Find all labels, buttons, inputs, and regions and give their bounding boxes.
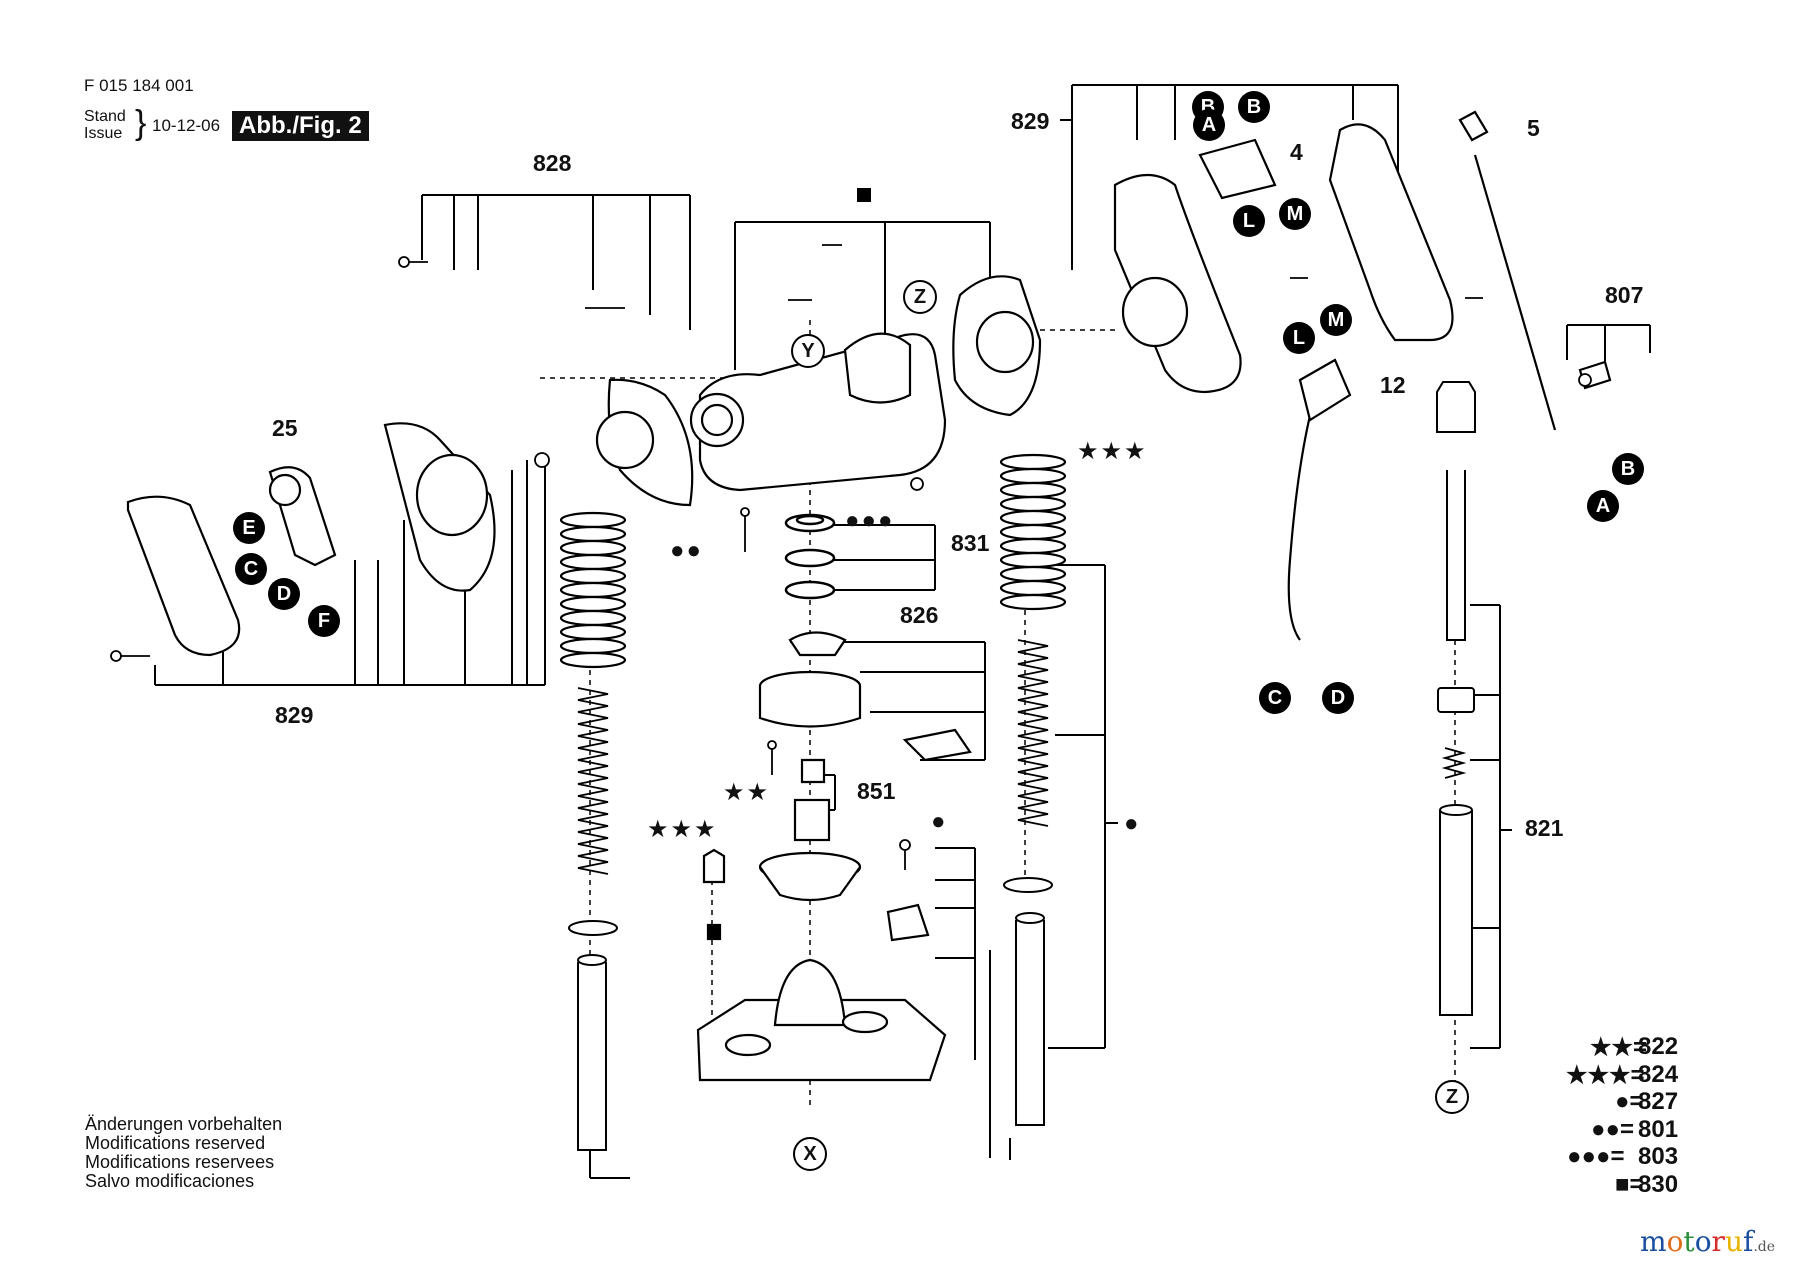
marker-x: X	[793, 1137, 827, 1171]
issue-label: Issue	[84, 125, 123, 142]
ref-829-top: 829	[1011, 108, 1050, 134]
watermark-logo: motoruf.de	[1640, 1225, 1776, 1258]
marker-b-switch: B	[1238, 91, 1270, 123]
marker-f: F	[308, 605, 340, 637]
marker-c-cable: C	[1259, 682, 1291, 714]
ref-4: 4	[1290, 139, 1303, 165]
legend-803: 803	[1638, 1143, 1679, 1170]
legend-sym-801: ●●=	[1591, 1116, 1635, 1143]
two-star-symbol: ★★	[723, 779, 771, 806]
ref-821: 821	[1525, 815, 1564, 841]
marker-l-cable: L	[1283, 322, 1315, 354]
note-en: Modifications reserved	[85, 1133, 266, 1153]
legend-827: 827	[1638, 1088, 1679, 1115]
note-de: Änderungen vorbehalten	[85, 1114, 283, 1134]
legend-sym-827: ●=	[1615, 1088, 1644, 1115]
marker-m-cable: M	[1320, 304, 1352, 336]
dot-symbol-base: ●	[931, 808, 948, 835]
issue-date: 10-12-06	[152, 116, 221, 135]
marker-b-cord: B	[1612, 453, 1644, 485]
marker-m-switch: M	[1279, 198, 1311, 230]
square-symbol-top	[857, 188, 871, 202]
marker-e: E	[233, 512, 265, 544]
legend-sym-803: ●●●=	[1567, 1143, 1625, 1170]
note-fr: Modifications reservees	[85, 1152, 275, 1172]
legend-sym-830: ■=	[1615, 1171, 1644, 1198]
stand-label: Stand	[84, 108, 126, 125]
three-dot-symbol: ●●●	[845, 507, 895, 534]
three-star-symbol-left: ★★★	[647, 816, 718, 843]
ref-807: 807	[1605, 282, 1644, 308]
marker-a-cord: A	[1587, 490, 1619, 522]
marker-z-top: Z	[903, 280, 937, 314]
marker-l-switch: L	[1233, 205, 1265, 237]
marker-y: Y	[791, 334, 825, 368]
ref-5: 5	[1527, 115, 1540, 141]
ref-851: 851	[857, 778, 896, 804]
legend-824: 824	[1638, 1061, 1679, 1088]
drawing-number: F 015 184 001	[84, 76, 194, 95]
figure-label: Abb./Fig. 2	[232, 111, 369, 141]
legend-822: 822	[1638, 1033, 1679, 1060]
ref-831: 831	[951, 530, 990, 556]
legend-sym-822: ★★=	[1590, 1034, 1648, 1061]
marker-c-motor: C	[235, 553, 267, 585]
dot-symbol-right: ●	[1124, 810, 1141, 837]
ref-826: 826	[900, 602, 939, 628]
ref-12: 12	[1380, 372, 1406, 398]
legend-sym-824: ★★★=	[1566, 1062, 1645, 1089]
marker-d-motor: D	[268, 578, 300, 610]
note-es: Salvo modificaciones	[85, 1171, 255, 1191]
ref-829-bottom: 829	[275, 702, 314, 728]
marker-z-bottom: Z	[1435, 1080, 1469, 1114]
legend-801: 801	[1638, 1116, 1679, 1143]
legend-830: 830	[1638, 1171, 1679, 1198]
ref-25: 25	[272, 415, 298, 441]
marker-d-cable: D	[1322, 682, 1354, 714]
two-dot-symbol: ●●	[670, 537, 703, 564]
ref-828: 828	[533, 150, 572, 176]
marker-a-switch: A	[1193, 109, 1225, 141]
brace-symbol: }	[135, 104, 147, 142]
three-star-symbol: ★★★	[1077, 438, 1148, 465]
